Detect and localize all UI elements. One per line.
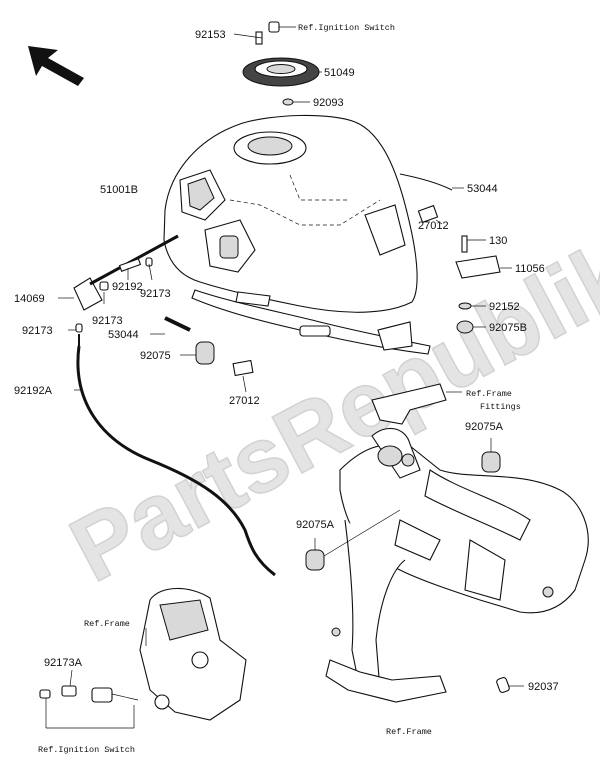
ignition-bracket xyxy=(39,587,247,729)
motorcycle-frame xyxy=(325,427,589,703)
breather-assembly xyxy=(58,234,276,577)
callout-92173a: 92173A xyxy=(44,657,83,669)
callout-92153: 92153 xyxy=(195,29,226,41)
callout-27012-a: 27012 xyxy=(418,220,449,232)
callout-14069: 14069 xyxy=(14,293,45,305)
callout-92093: 92093 xyxy=(313,97,344,109)
callout-92075a-2: 92075A xyxy=(296,519,335,531)
callout-11056: 11056 xyxy=(515,263,545,275)
ref-frame-bottom: Ref.Frame xyxy=(386,727,432,737)
callout-51049: 51049 xyxy=(324,67,355,79)
callout-92192a: 92192A xyxy=(14,385,53,397)
callout-92173-b: 92173 xyxy=(92,315,123,327)
tank-cap-assembly xyxy=(233,21,322,106)
ref-frame-fittings-line1: Ref.Frame xyxy=(466,389,512,399)
callout-92075b: 92075B xyxy=(489,322,527,334)
front-arrow-icon xyxy=(28,46,84,86)
callout-92152: 92152 xyxy=(489,301,520,313)
callout-53044-b: 53044 xyxy=(108,329,139,341)
callout-92173-a: 92173 xyxy=(140,288,171,300)
ref-ignition-switch-bottom: Ref.Ignition Switch xyxy=(38,745,135,755)
ref-frame-fittings-line2: Fittings xyxy=(480,402,521,412)
ref-ignition-switch-top: Ref.Ignition Switch xyxy=(298,23,395,33)
ref-frame-left: Ref.Frame xyxy=(84,619,130,629)
callout-51001b: 51001B xyxy=(100,184,138,196)
callout-92037: 92037 xyxy=(528,681,559,693)
bracket-11056 xyxy=(455,235,512,334)
callout-92075a-1: 92075A xyxy=(465,421,504,433)
frame-fitting xyxy=(371,383,462,425)
callout-130: 130 xyxy=(489,235,507,247)
callout-92192: 92192 xyxy=(112,281,143,293)
fuel-tank xyxy=(163,114,431,355)
callout-27012-b: 27012 xyxy=(229,395,260,407)
callout-92173-c: 92173 xyxy=(22,325,53,337)
callout-92075: 92075 xyxy=(140,350,171,362)
callout-53044-a: 53044 xyxy=(467,183,498,195)
